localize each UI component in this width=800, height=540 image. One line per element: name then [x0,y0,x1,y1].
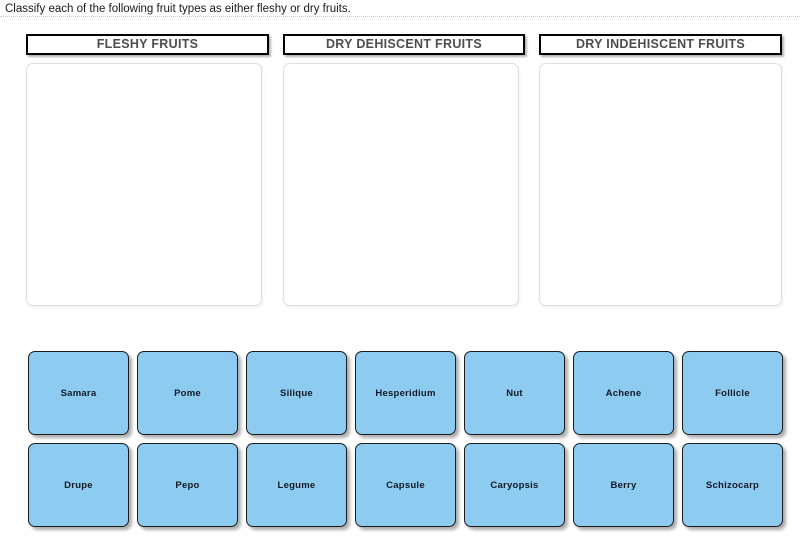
category-column-dry-indehiscent-fruits: DRY INDEHISCENT FRUITS [539,34,782,306]
draggable-tile[interactable]: Pome [137,351,238,435]
draggable-tile[interactable]: Berry [573,443,674,527]
draggable-tile[interactable]: Capsule [355,443,456,527]
dropzone-dry-dehiscent-fruits[interactable] [283,63,519,306]
instruction-divider [0,16,800,17]
draggable-tile[interactable]: Pepo [137,443,238,527]
draggable-tile[interactable]: Legume [246,443,347,527]
tile-row: Drupe Pepo Legume Capsule Caryopsis Berr… [28,443,788,527]
category-header-dry-indehiscent-fruits: DRY INDEHISCENT FRUITS [539,34,782,55]
category-column-fleshy-fruits: FLESHY FRUITS [26,34,269,306]
draggable-tile[interactable]: Drupe [28,443,129,527]
dropzone-fleshy-fruits[interactable] [26,63,262,306]
draggable-tile[interactable]: Silique [246,351,347,435]
draggable-tile[interactable]: Nut [464,351,565,435]
draggable-tile[interactable]: Follicle [682,351,783,435]
draggable-tile[interactable]: Achene [573,351,674,435]
dropzone-dry-indehiscent-fruits[interactable] [539,63,782,306]
draggable-tile[interactable]: Samara [28,351,129,435]
category-header-dry-dehiscent-fruits: DRY DEHISCENT FRUITS [283,34,525,55]
draggable-tile-tray: Samara Pome Silique Hesperidium Nut Ache… [28,351,788,535]
draggable-tile[interactable]: Hesperidium [355,351,456,435]
draggable-tile[interactable]: Caryopsis [464,443,565,527]
draggable-tile[interactable]: Schizocarp [682,443,783,527]
category-columns: FLESHY FRUITS DRY DEHISCENT FRUITS DRY I… [0,34,800,314]
tile-row: Samara Pome Silique Hesperidium Nut Ache… [28,351,788,435]
instruction-text: Classify each of the following fruit typ… [5,3,351,15]
category-header-fleshy-fruits: FLESHY FRUITS [26,34,269,55]
category-column-dry-dehiscent-fruits: DRY DEHISCENT FRUITS [283,34,525,306]
